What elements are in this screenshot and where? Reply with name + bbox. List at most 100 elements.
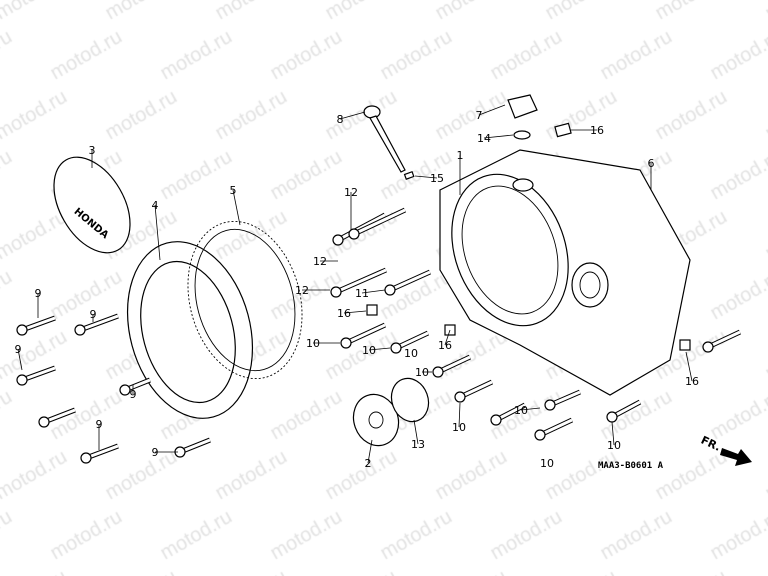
callout-label-9: 9 <box>90 308 97 321</box>
bolt-shank-fill <box>335 268 387 294</box>
callout-label-12: 12 <box>313 255 327 268</box>
callout-label-16: 16 <box>590 124 604 137</box>
dowel-pin-part <box>554 122 572 138</box>
callout-label-3: 3 <box>89 144 96 157</box>
direction-label: FR. <box>699 434 723 454</box>
o-ring-part <box>513 130 531 140</box>
bolt-shank-fill <box>459 380 493 399</box>
callout-label-16: 16 <box>337 307 351 320</box>
callout-label-2: 2 <box>365 457 372 470</box>
callout-label-9: 9 <box>35 287 42 300</box>
leader-line <box>483 134 514 139</box>
callout-label-11: 11 <box>355 287 369 300</box>
callout-label-14: 14 <box>477 132 491 145</box>
callout-label-9: 9 <box>152 446 159 459</box>
bolt-head <box>38 416 50 428</box>
callout-label-10: 10 <box>404 347 418 360</box>
callout-label-10: 10 <box>452 421 466 434</box>
bolt-head <box>384 284 396 296</box>
callout-label-10: 10 <box>540 457 554 470</box>
front-direction-arrow-icon: FR. <box>699 434 752 466</box>
bolt-shank-fill <box>539 418 573 437</box>
bolt-shank-fill <box>389 270 431 292</box>
callout-label-10: 10 <box>607 439 621 452</box>
callout-label-12: 12 <box>295 284 309 297</box>
gasket-part <box>187 220 303 380</box>
bolt-head <box>348 228 360 240</box>
bolt-shank-fill <box>437 355 471 374</box>
callout-label-10: 10 <box>415 366 429 379</box>
leader-line <box>413 419 419 445</box>
honda-cap-part: HONDA <box>53 156 131 254</box>
bolt-shank-fill <box>21 316 56 332</box>
leader-line <box>367 439 373 464</box>
bolt-head <box>534 429 546 441</box>
bolt-shank-fill <box>353 208 406 236</box>
bolt-shank-fill <box>79 314 119 332</box>
leader-line <box>17 348 23 371</box>
bolt-head <box>702 341 714 353</box>
outer-cover-ring-part <box>126 241 254 419</box>
bolt-head <box>390 342 402 354</box>
leader-line <box>339 111 366 120</box>
callout-label-16: 16 <box>438 339 452 352</box>
bolt-shank-fill <box>337 213 386 242</box>
bolt-head <box>16 324 28 336</box>
callout-label-16: 16 <box>685 375 699 388</box>
bolt-head <box>432 366 444 378</box>
callout-label-6: 6 <box>648 157 655 170</box>
dipstick-part <box>363 105 406 173</box>
bolt-head <box>454 391 466 403</box>
bolt-head <box>330 286 342 298</box>
leader-line <box>343 310 367 314</box>
callout-label-9: 9 <box>96 418 103 431</box>
callout-label-8: 8 <box>337 113 344 126</box>
diagram-code: MAA3-B0601 A <box>598 461 664 471</box>
bolt-shank-fill <box>21 366 56 382</box>
o-ring-large-part <box>390 377 430 423</box>
bolt-shank-fill <box>345 323 386 345</box>
bolt-head <box>16 374 28 386</box>
dowel-pin-part <box>366 304 378 316</box>
bolt-head <box>74 324 86 336</box>
callout-label-5: 5 <box>230 184 237 197</box>
leader-line <box>154 204 161 261</box>
callout-label-7: 7 <box>476 109 483 122</box>
leader-line <box>361 289 386 294</box>
dowel-pin-part <box>679 339 691 351</box>
leader-line <box>520 407 541 411</box>
callout-label-9: 9 <box>15 343 22 356</box>
bolt-head <box>340 337 352 349</box>
leader-line <box>478 104 506 116</box>
leader-line <box>458 402 461 428</box>
leader-line <box>414 175 438 179</box>
callout-label-10: 10 <box>362 344 376 357</box>
bolt-head <box>80 452 92 464</box>
callout-label-9: 9 <box>130 388 137 401</box>
callout-layer: 3 4 5 9 9 9 9 9 9 8 7 14 16 15 16 12 12 12 11 16 10 10 16 10 10 1… <box>15 104 699 470</box>
callout-label-4: 4 <box>152 199 159 212</box>
bolt-head <box>544 399 556 411</box>
bolt-shank-fill <box>707 330 741 349</box>
callout-label-15: 15 <box>430 172 444 185</box>
callout-label-10: 10 <box>514 404 528 417</box>
bolt-head <box>606 411 618 423</box>
spring-pin-part <box>403 170 415 180</box>
leader-line <box>444 329 451 346</box>
bolt-shank-fill <box>395 331 429 350</box>
bolt-head <box>490 414 502 426</box>
clutch-cover-part <box>439 149 691 396</box>
callout-label-12: 12 <box>344 186 358 199</box>
bolt-shank-fill <box>85 444 119 460</box>
bolt-head <box>332 234 344 246</box>
callout-label-13: 13 <box>411 438 425 451</box>
leader-line <box>611 421 615 446</box>
bolt-head <box>119 384 131 396</box>
leader-line <box>368 347 391 351</box>
oil-filler-cap-part <box>507 94 538 119</box>
leader-line <box>232 189 241 226</box>
callout-label-10: 10 <box>306 337 320 350</box>
leader-line <box>685 351 693 382</box>
